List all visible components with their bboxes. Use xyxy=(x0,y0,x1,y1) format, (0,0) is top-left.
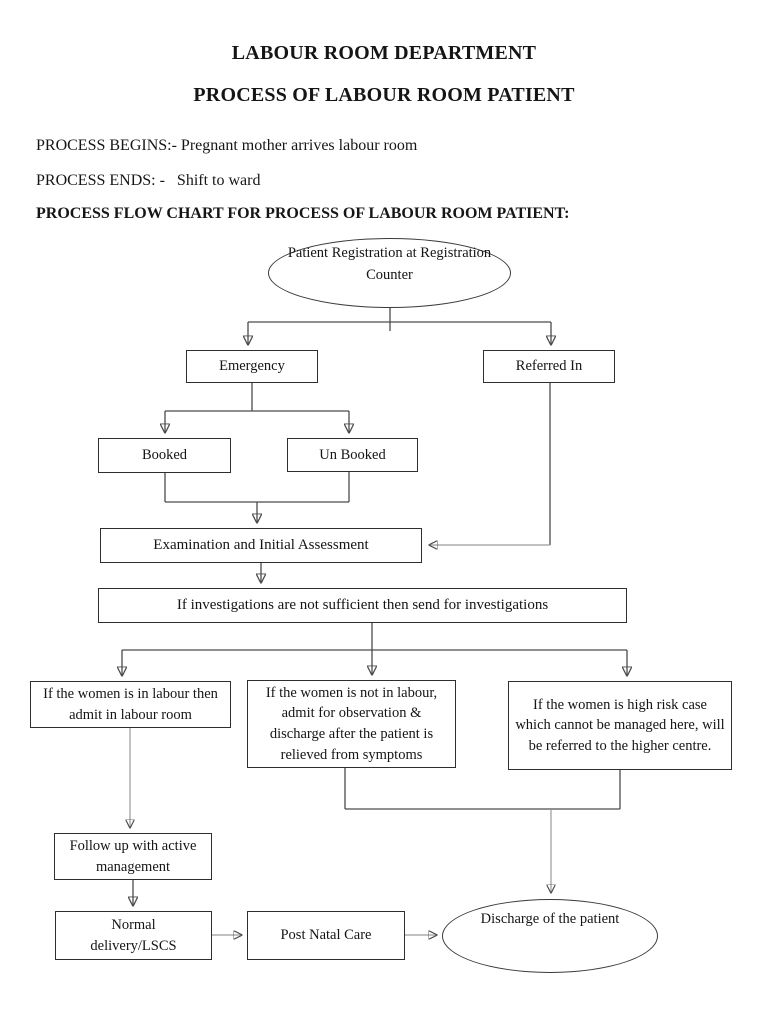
node-high-risk-label: If the women is high risk case which can… xyxy=(515,696,725,754)
node-high-risk: If the women is high risk case which can… xyxy=(508,681,732,770)
process-ends-line: PROCESS ENDS: - Shift to ward xyxy=(36,172,261,189)
node-normal-delivery-label: Normal delivery/LSCS xyxy=(90,916,177,954)
node-post-natal-label: Post Natal Care xyxy=(280,927,372,944)
node-registration-label: Patient Registration at Registration Cou… xyxy=(287,245,492,283)
node-not-in-labour: If the women is not in labour, admit for… xyxy=(247,680,456,768)
process-begins-line: PROCESS BEGINS:- Pregnant mother arrives… xyxy=(36,137,418,154)
node-follow-up-label: Follow up with active management xyxy=(69,837,197,875)
node-normal-delivery: Normal delivery/LSCS xyxy=(55,911,212,960)
page-subtitle: PROCESS OF LABOUR ROOM PATIENT xyxy=(193,84,575,106)
node-follow-up: Follow up with active management xyxy=(54,833,212,880)
flow-chart-heading: PROCESS FLOW CHART FOR PROCESS OF LABOUR… xyxy=(36,205,570,222)
node-referred-in-label: Referred In xyxy=(515,358,583,375)
page-title: LABOUR ROOM DEPARTMENT xyxy=(231,42,537,64)
node-booked-label: Booked xyxy=(141,447,188,464)
node-discharge-label: Discharge of the patient xyxy=(480,911,620,927)
node-examination-label: Examination and Initial Assessment xyxy=(153,536,369,553)
node-post-natal: Post Natal Care xyxy=(247,911,405,960)
node-registration-ellipse: Patient Registration at Registration Cou… xyxy=(268,238,511,308)
node-in-labour: If the women is in labour then admit in … xyxy=(30,681,231,728)
node-examination: Examination and Initial Assessment xyxy=(100,528,422,563)
node-emergency: Emergency xyxy=(186,350,318,383)
node-booked: Booked xyxy=(98,438,231,473)
node-referred-in: Referred In xyxy=(483,350,615,383)
node-unbooked-label: Un Booked xyxy=(319,446,386,463)
node-investigations-label: If investigations are not sufficient the… xyxy=(176,596,549,613)
node-unbooked: Un Booked xyxy=(287,438,418,472)
node-emergency-label: Emergency xyxy=(219,358,285,375)
node-in-labour-label: If the women is in labour then admit in … xyxy=(43,685,218,723)
node-not-in-labour-label: If the women is not in labour, admit for… xyxy=(265,684,438,763)
node-discharge-ellipse: Discharge of the patient xyxy=(442,899,658,973)
node-investigations: If investigations are not sufficient the… xyxy=(98,588,627,623)
